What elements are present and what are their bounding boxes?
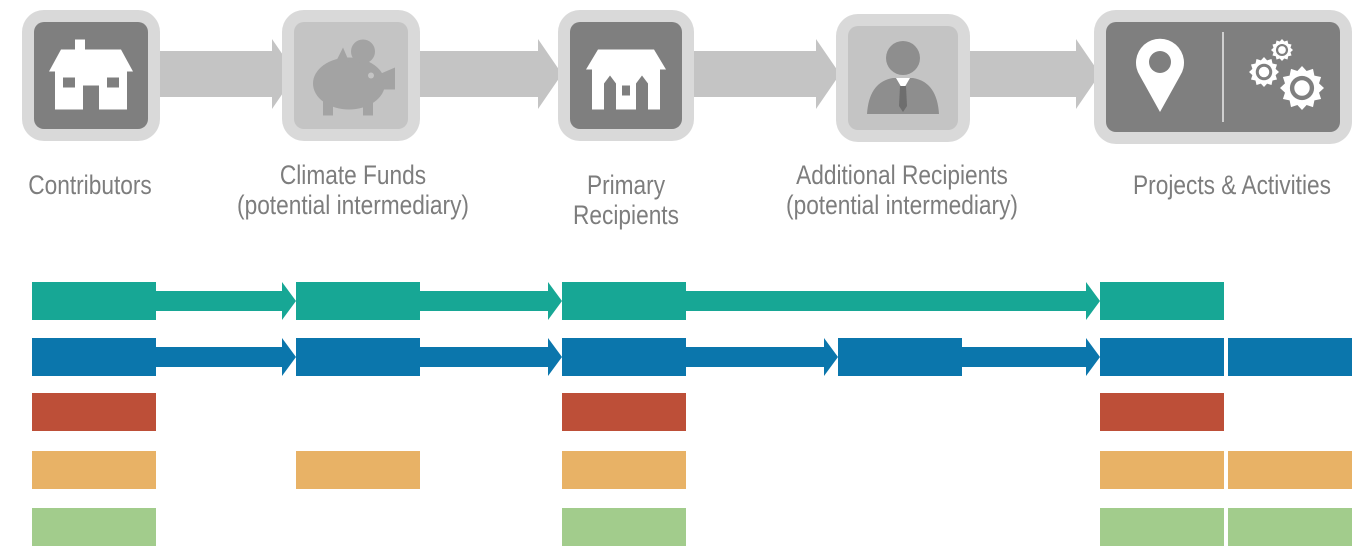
stage-box-primary-recipients bbox=[558, 10, 694, 141]
stage-label-contributors: Contributors bbox=[28, 170, 152, 200]
building-icon bbox=[586, 49, 666, 110]
icon-row bbox=[22, 10, 1352, 144]
gears-icon bbox=[1249, 39, 1324, 110]
green-flow-segment-contributors bbox=[32, 508, 156, 546]
blue-flow-segment-additional-recipients bbox=[838, 338, 962, 376]
teal-flow-arrow bbox=[686, 282, 1100, 320]
orange-flow-segment-contributors bbox=[32, 451, 156, 489]
green-flow-segment-primary-recipients bbox=[562, 508, 686, 546]
orange-flow-segment-primary-recipients bbox=[562, 451, 686, 489]
stage-box-climate-funds bbox=[282, 10, 420, 141]
stage-label-line: Primary bbox=[586, 170, 666, 200]
piggy-bank-icon bbox=[313, 39, 395, 116]
blue-flow-arrow bbox=[686, 338, 838, 376]
stage-label-additional-recipients: Additional Recipients(potential intermed… bbox=[786, 160, 1018, 220]
stage-label-projects-activities: Projects & Activities bbox=[1133, 170, 1331, 200]
stage-label-line: (potential intermediary) bbox=[237, 190, 469, 220]
orange-flow-segment-projects-activities bbox=[1100, 451, 1224, 489]
connector-arrow-4 bbox=[968, 39, 1100, 109]
stage-label-line: Additional Recipients bbox=[796, 160, 1008, 190]
stage-label-line: Climate Funds bbox=[279, 160, 427, 190]
teal-flow-arrow bbox=[156, 282, 296, 320]
green-flow-segment-projects-activities bbox=[1100, 508, 1224, 546]
stage-label-climate-funds: Climate Funds(potential intermediary) bbox=[237, 160, 469, 220]
stage-label-line: Projects & Activities bbox=[1133, 170, 1331, 200]
blue-flow bbox=[32, 338, 1352, 376]
connector-arrow-2 bbox=[418, 39, 562, 109]
stage-label-line: (potential intermediary) bbox=[786, 190, 1018, 220]
blue-flow-segment-primary-recipients bbox=[562, 338, 686, 376]
stage-label-line: Recipients bbox=[573, 200, 679, 230]
house-icon bbox=[49, 39, 133, 110]
red-flow-segment-primary-recipients bbox=[562, 393, 686, 431]
blue-flow-segment-projects-activities bbox=[1100, 338, 1224, 376]
connector-arrow-1 bbox=[158, 39, 296, 109]
flow-rows bbox=[32, 282, 1352, 546]
blue-flow-arrow bbox=[420, 338, 562, 376]
red-flow bbox=[32, 393, 1224, 431]
green-flow-segment-projects-activities-2 bbox=[1228, 508, 1352, 546]
stage-label-line: Contributors bbox=[28, 170, 152, 200]
location-pin-and-gears-icon bbox=[1136, 32, 1324, 122]
stage-box-contributors bbox=[22, 10, 160, 141]
teal-flow-segment-projects-activities bbox=[1100, 282, 1224, 320]
orange-flow-segment-climate-funds bbox=[296, 451, 420, 489]
orange-flow-segment-projects-activities-2 bbox=[1228, 451, 1352, 489]
connector-arrow-3 bbox=[692, 39, 840, 109]
red-flow-segment-contributors bbox=[32, 393, 156, 431]
orange-flow bbox=[32, 451, 1352, 489]
teal-flow-segment-primary-recipients bbox=[562, 282, 686, 320]
person-icon bbox=[867, 41, 939, 114]
blue-flow-segment-projects-activities-2 bbox=[1228, 338, 1352, 376]
blue-flow-arrow bbox=[962, 338, 1100, 376]
blue-flow-arrow bbox=[156, 338, 296, 376]
blue-flow-segment-contributors bbox=[32, 338, 156, 376]
stage-box-additional-recipients bbox=[836, 14, 970, 142]
teal-flow bbox=[32, 282, 1224, 320]
location-pin-icon bbox=[1136, 38, 1184, 113]
stage-box-projects-activities bbox=[1094, 10, 1352, 144]
green-flow bbox=[32, 508, 1352, 546]
teal-flow-arrow bbox=[420, 282, 562, 320]
blue-flow-segment-climate-funds bbox=[296, 338, 420, 376]
teal-flow-segment-contributors bbox=[32, 282, 156, 320]
teal-flow-segment-climate-funds bbox=[296, 282, 420, 320]
red-flow-segment-projects-activities bbox=[1100, 393, 1224, 431]
